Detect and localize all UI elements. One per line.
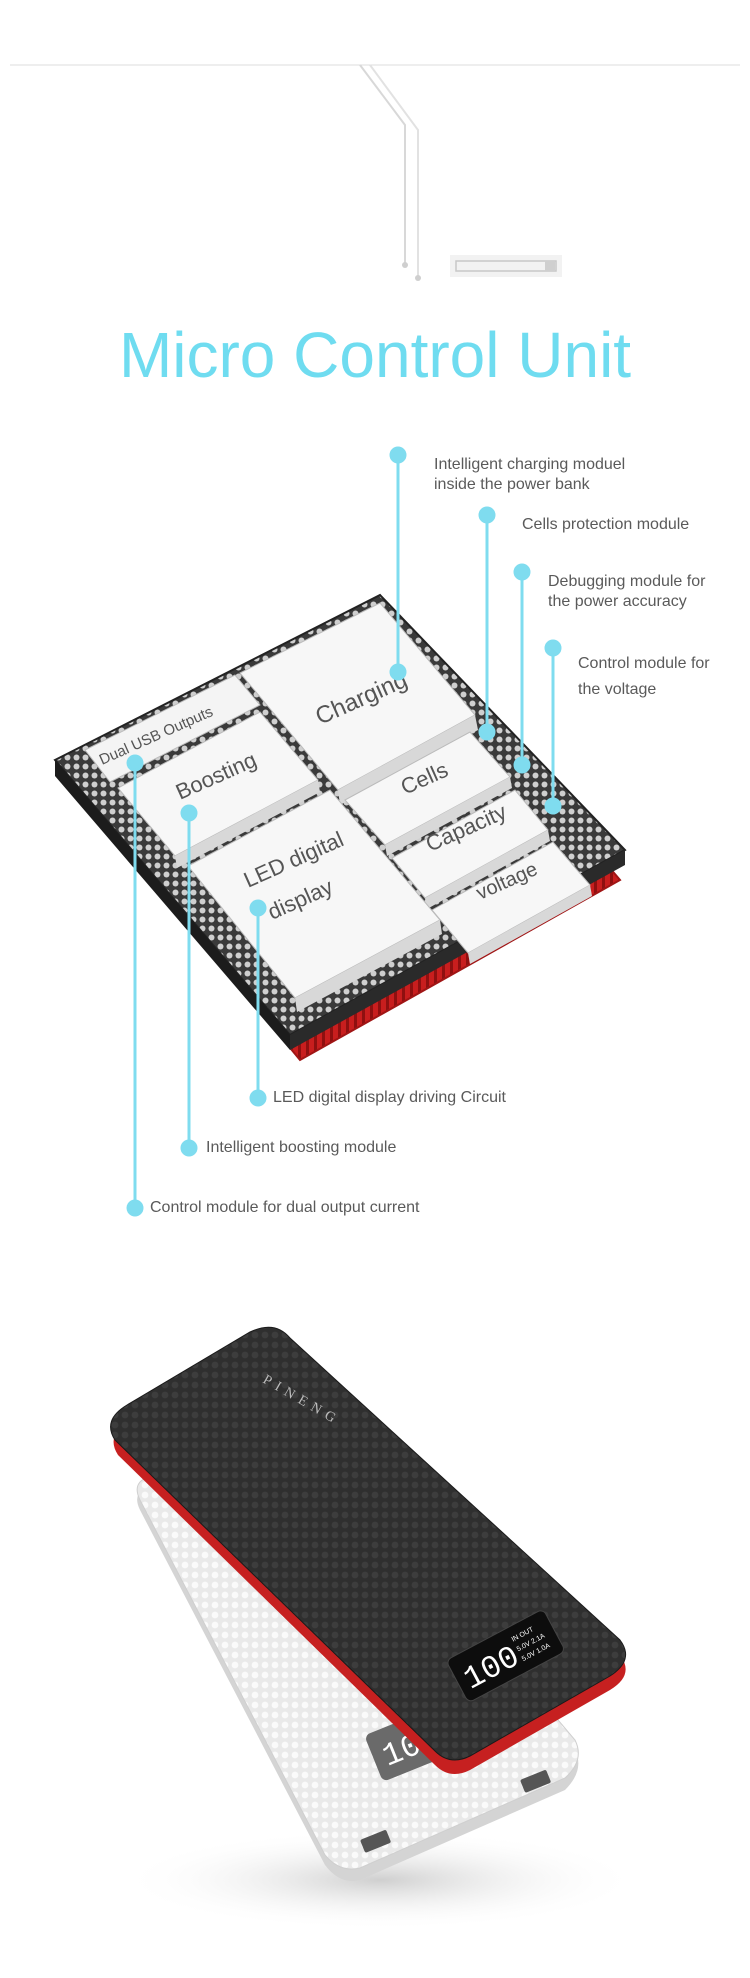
leader-dot [544, 797, 562, 815]
callout-cells: Cells protection module [522, 516, 690, 533]
connector-pin [545, 261, 555, 271]
leader-dot [389, 446, 407, 464]
leader-dot [513, 756, 531, 774]
callout-dual-usb: Control module for dual output current [150, 1199, 420, 1216]
leader-dot [478, 723, 496, 741]
leader-dot [389, 663, 407, 681]
leader-dot [478, 506, 496, 524]
led-display-black: 100 IN OUT 5.0V 2.1A 5.0V 1.0A [447, 1610, 564, 1702]
leader-dot [544, 639, 562, 657]
callout-led: LED digital display driving Circuit [273, 1089, 506, 1106]
callout-boosting: Intelligent boosting module [206, 1139, 397, 1156]
module-boosting: Boosting [117, 711, 320, 868]
callout-voltage: Control module for the voltage [578, 655, 710, 698]
trace-dot [415, 275, 421, 281]
module-cells: Cells [344, 731, 512, 856]
circuit-trace [359, 64, 406, 265]
chip-black-side [55, 760, 290, 1050]
black-power-bank: PINENG 100 IN OUT 5.0V 2.1A 5.0V 1.0A [110, 1326, 627, 1774]
page-title: Micro Control Unit [118, 319, 632, 391]
leader-dot [180, 804, 198, 822]
callout-capacity: Debugging module for the power accuracy [548, 573, 706, 610]
leader-dot [249, 1089, 267, 1107]
leader-dot [126, 754, 144, 772]
leader-dot [126, 1199, 144, 1217]
product-shadow [120, 1830, 640, 1930]
mcu-chip-illustration: Dual USB Outputs Charging Boosting Cells… [53, 446, 627, 1217]
module-capacity: Capacity [391, 789, 550, 909]
connector-slot [455, 260, 557, 272]
callout-charging: Intelligent charging moduel inside the p… [434, 456, 626, 493]
leader-dot [249, 899, 267, 917]
top-decoration [10, 64, 740, 281]
power-bank-illustration: 100 IN OUT 5.0V 2.1A 5.0V 1.0A PINENG 10… [110, 1326, 640, 1930]
usb-port [520, 1770, 551, 1793]
module-led-display: LED digital display [187, 789, 442, 1012]
circuit-trace [369, 64, 419, 278]
usb-port [360, 1830, 391, 1853]
leader-dot [513, 563, 531, 581]
leader-dot [180, 1139, 198, 1157]
trace-dot [402, 262, 408, 268]
